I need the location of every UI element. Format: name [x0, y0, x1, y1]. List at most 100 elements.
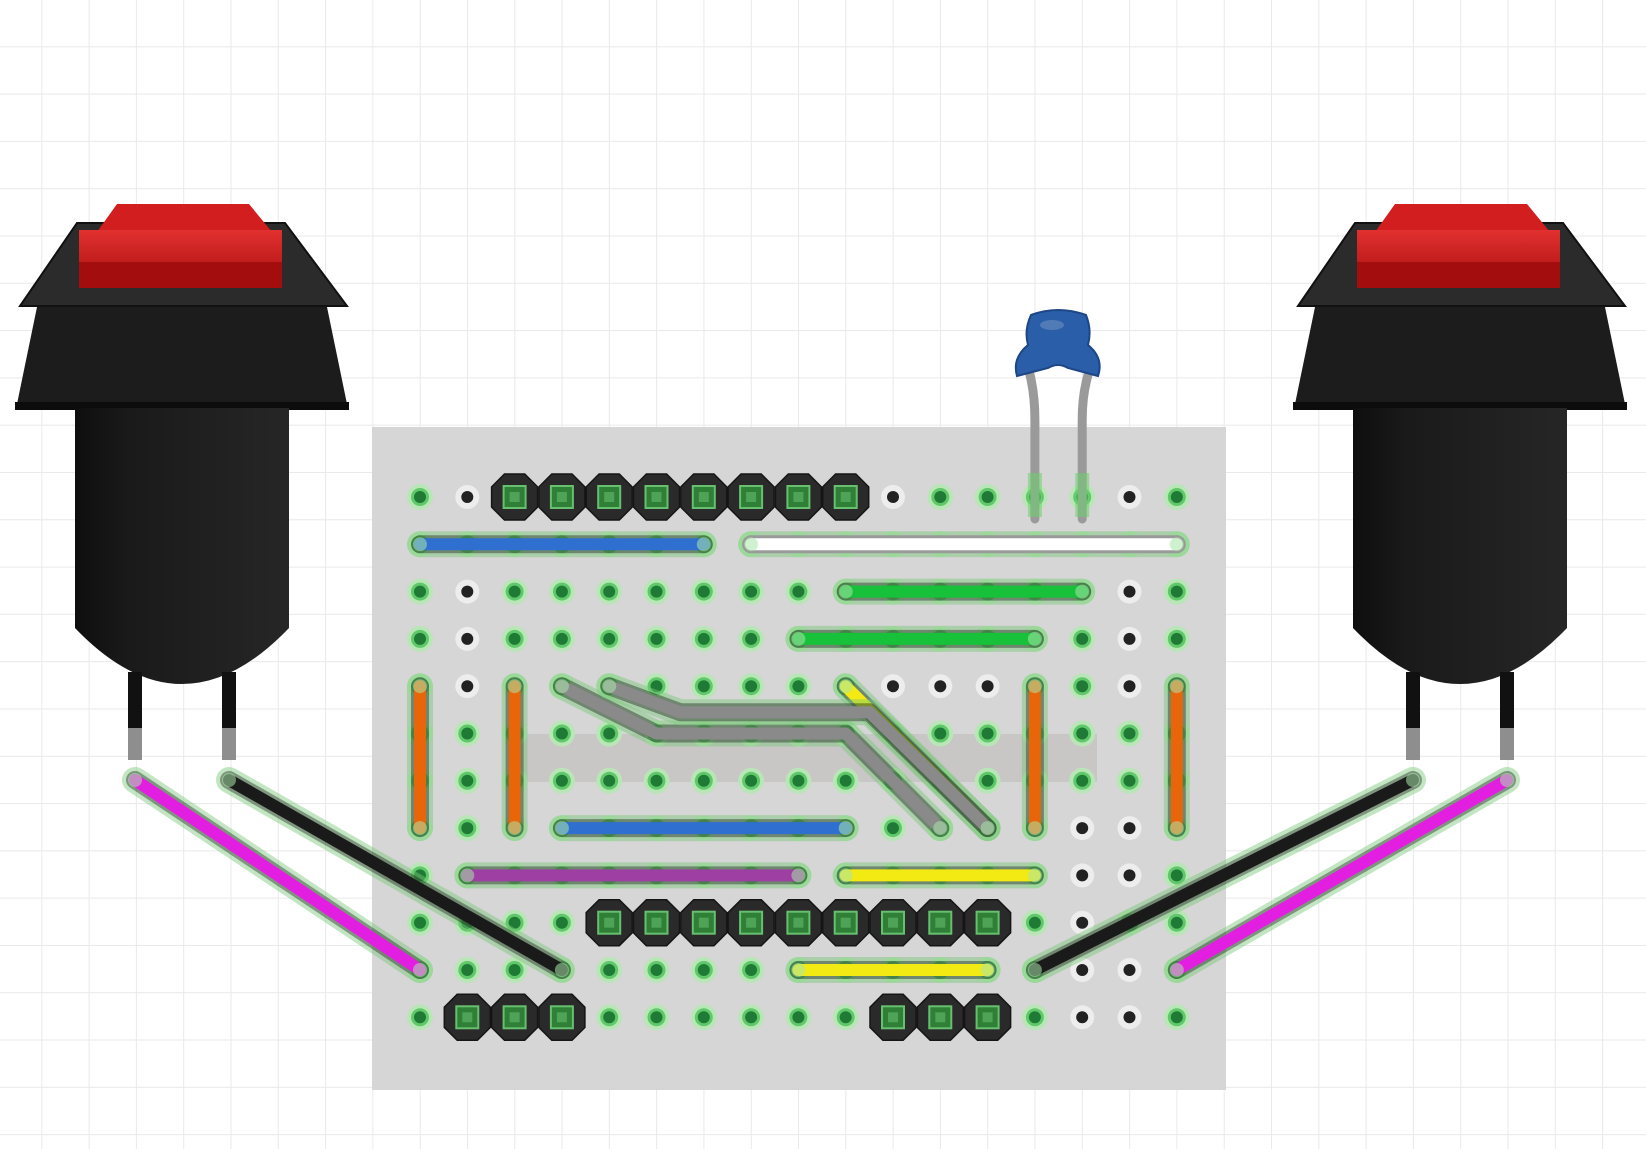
wire-end — [1027, 821, 1042, 836]
wire-gray-bent-1[interactable] — [548, 673, 954, 842]
wire-white-top[interactable] — [738, 531, 1190, 558]
wire-yellow-middle[interactable] — [832, 862, 1048, 889]
button-lead-0 — [1406, 672, 1420, 730]
header-pin-center — [462, 1012, 473, 1023]
wire-green-lower[interactable] — [785, 625, 1048, 652]
board-hole — [1163, 862, 1190, 889]
board-hole — [690, 1004, 717, 1031]
wire-yellow-bottom[interactable] — [785, 957, 1001, 983]
hole-center — [1123, 964, 1136, 976]
push-button-right[interactable] — [1293, 204, 1627, 760]
wire-end — [602, 679, 617, 694]
wire-orange-2[interactable] — [501, 673, 528, 842]
header-pin-center — [746, 917, 757, 928]
header-pin-center — [840, 917, 851, 928]
button-lead-1 — [1500, 672, 1514, 730]
capacitor-highlight — [1040, 320, 1064, 330]
wire-blue-middle[interactable] — [548, 815, 859, 842]
header-pin-center — [604, 917, 615, 928]
wire-blue-top[interactable] — [407, 531, 717, 558]
wire-black-left[interactable] — [216, 767, 575, 983]
header-pin-center — [793, 917, 804, 928]
hole-center — [508, 916, 521, 929]
wire-black-right[interactable] — [1021, 767, 1426, 983]
hole-center — [1123, 774, 1136, 787]
board-hole — [596, 625, 623, 652]
wire-purple[interactable] — [454, 862, 812, 889]
board-hole — [690, 673, 717, 700]
board-hole — [455, 485, 480, 509]
wire-orange-3[interactable] — [1021, 673, 1048, 842]
board-hole — [596, 578, 623, 605]
push-button-left[interactable] — [15, 204, 349, 760]
board-hole — [407, 578, 433, 605]
board-hole — [407, 1004, 433, 1031]
button-cap-shade — [1357, 262, 1560, 288]
wire-green-upper[interactable] — [832, 578, 1096, 605]
wire-end — [1169, 679, 1184, 694]
wire-orange-4[interactable] — [1163, 673, 1190, 842]
board-hole — [880, 815, 906, 842]
board-hole — [738, 625, 765, 652]
button-cap-top — [97, 204, 272, 232]
board-hole — [881, 674, 905, 699]
wire-end — [460, 868, 475, 883]
button-lead-0 — [128, 672, 142, 730]
hole-center — [650, 774, 663, 787]
hole-center — [1123, 727, 1136, 740]
board-hole — [643, 578, 670, 605]
hole-center — [555, 774, 568, 787]
wire-magenta-right[interactable] — [1163, 767, 1520, 983]
wire-end — [933, 821, 948, 836]
hole-center — [745, 964, 758, 976]
capacitor-lead-right — [1077, 370, 1093, 524]
board-hole — [1117, 863, 1142, 888]
ceramic-capacitor[interactable] — [1014, 309, 1101, 524]
hole-center — [792, 585, 805, 598]
wire-core — [223, 774, 568, 976]
hole-center — [934, 727, 947, 740]
wire-orange-1[interactable] — [407, 673, 433, 842]
wire-gray-bent-2[interactable] — [596, 673, 1001, 842]
hole-center — [508, 964, 521, 976]
board-hole — [643, 1004, 670, 1031]
board-hole — [1117, 1005, 1142, 1030]
wire-magenta-left[interactable] — [122, 767, 433, 983]
board-hole — [548, 909, 575, 936]
button-lead-tip-0 — [1406, 728, 1420, 760]
hole-center — [981, 680, 994, 693]
hole-center — [697, 774, 710, 787]
hole-center — [887, 491, 899, 503]
wire-end — [554, 821, 569, 836]
hole-center — [1170, 585, 1183, 598]
board-hole — [596, 720, 623, 747]
wire-end — [1169, 537, 1184, 552]
wire-core — [555, 680, 947, 835]
wire-end — [1027, 631, 1042, 646]
board-hole — [596, 957, 623, 983]
header-middle-9pin — [585, 898, 1012, 947]
header-pin-center — [888, 1012, 898, 1023]
wire-end — [413, 963, 427, 977]
board-hole — [643, 625, 670, 652]
hole-center — [1123, 491, 1136, 503]
board-hole — [548, 720, 575, 747]
hole-center — [414, 1011, 426, 1024]
hole-center — [650, 1011, 663, 1024]
hole-center — [461, 964, 474, 976]
hole-center — [1170, 491, 1183, 503]
button-body — [75, 408, 289, 684]
wire-end — [838, 821, 853, 836]
hole-center — [1076, 727, 1089, 740]
hole-center — [508, 632, 521, 645]
header-pin-center — [651, 917, 662, 928]
board-hole — [548, 767, 575, 794]
board-hole — [927, 720, 954, 747]
hole-center — [1170, 632, 1183, 645]
hole-center — [697, 964, 710, 976]
board-hole — [455, 579, 480, 604]
board-hole — [1163, 578, 1190, 605]
hole-center — [981, 774, 994, 787]
wire-end — [791, 963, 806, 977]
